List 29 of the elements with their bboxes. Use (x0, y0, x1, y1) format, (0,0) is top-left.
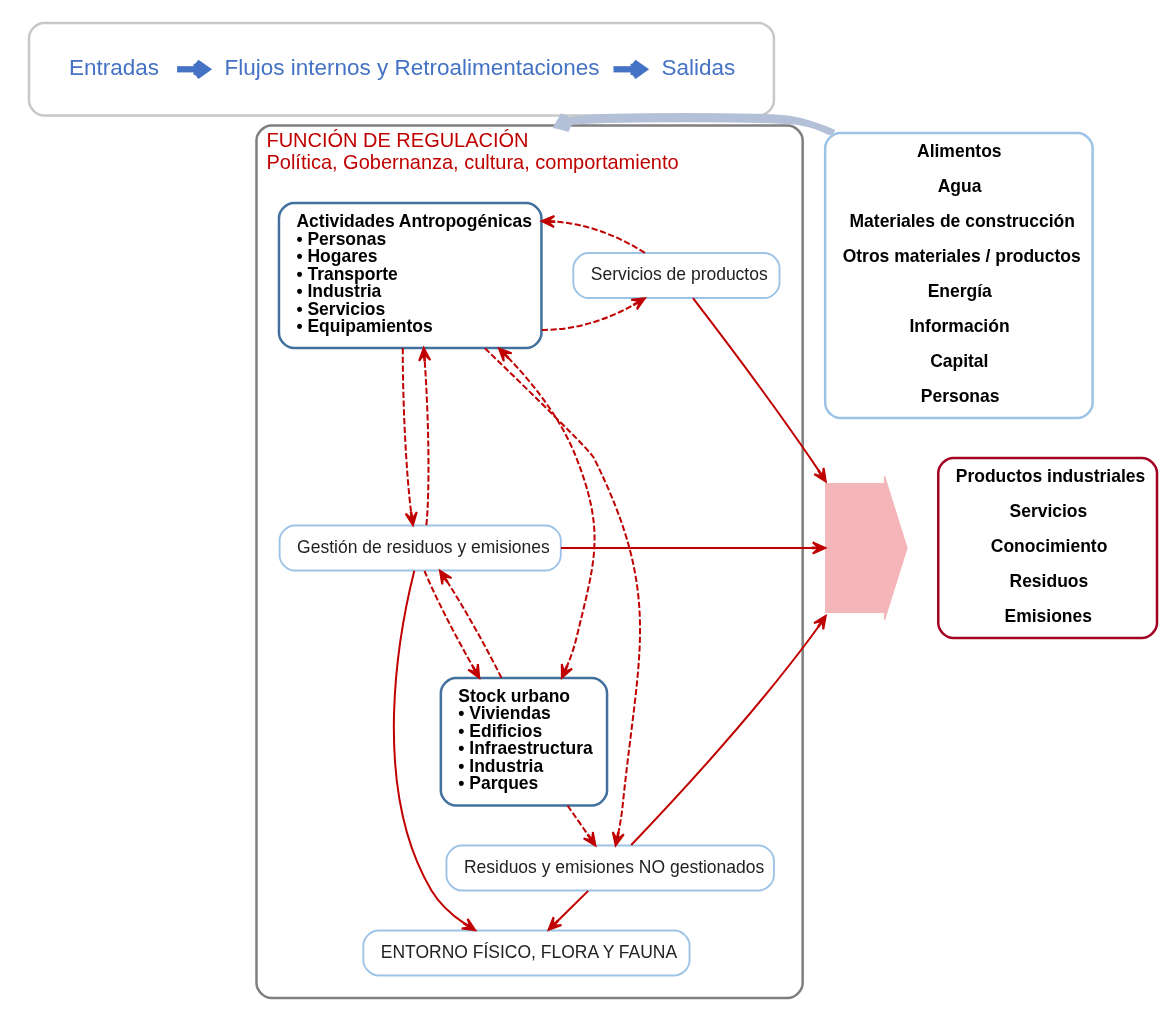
arrow (691, 297, 827, 483)
arrow (497, 347, 595, 679)
node-arrow (824, 475, 908, 621)
arrow (483, 347, 641, 847)
arrow (566, 804, 596, 847)
arrow (629, 614, 827, 846)
arrow (417, 347, 431, 527)
arrow (612, 59, 647, 80)
node-box: ENTORNO FÍSICO, FLORA Y FAUNA (361, 929, 690, 977)
arrow (547, 889, 589, 931)
node-box: Alimentos Agua Materiales de construcción Otros materiales / productos Energía Información Capital Personas (823, 131, 1094, 420)
node-text: Flujos internos y Retroalimentaciones (224, 54, 600, 80)
node-text: Entradas (68, 54, 159, 80)
arrow (422, 569, 480, 679)
arrow (540, 297, 646, 331)
arrow (401, 347, 418, 527)
cluster (27, 21, 775, 117)
arrow (438, 569, 502, 679)
arrow (176, 59, 210, 80)
node-box: Residuos y emisiones NO gestionados (445, 844, 775, 892)
node-box: Servicios de productos (571, 252, 780, 299)
node-text: Salidas (660, 54, 735, 80)
arrow (540, 214, 646, 254)
node-box: Gestión de residuos y emisiones (278, 524, 562, 572)
node-box: Productos industriales Servicios Conocimiento Residuos Emisiones (936, 456, 1158, 640)
arrow (392, 569, 476, 932)
node-box: Actividades Antropogénicas • Personas • Hogares • Transporte • Industria • Servicios • Equipamientos (277, 201, 543, 350)
node-box: Stock urbano • Viviendas • Edificios • Infraestructura • Industria • Parques (439, 676, 608, 807)
arrow (559, 541, 826, 555)
